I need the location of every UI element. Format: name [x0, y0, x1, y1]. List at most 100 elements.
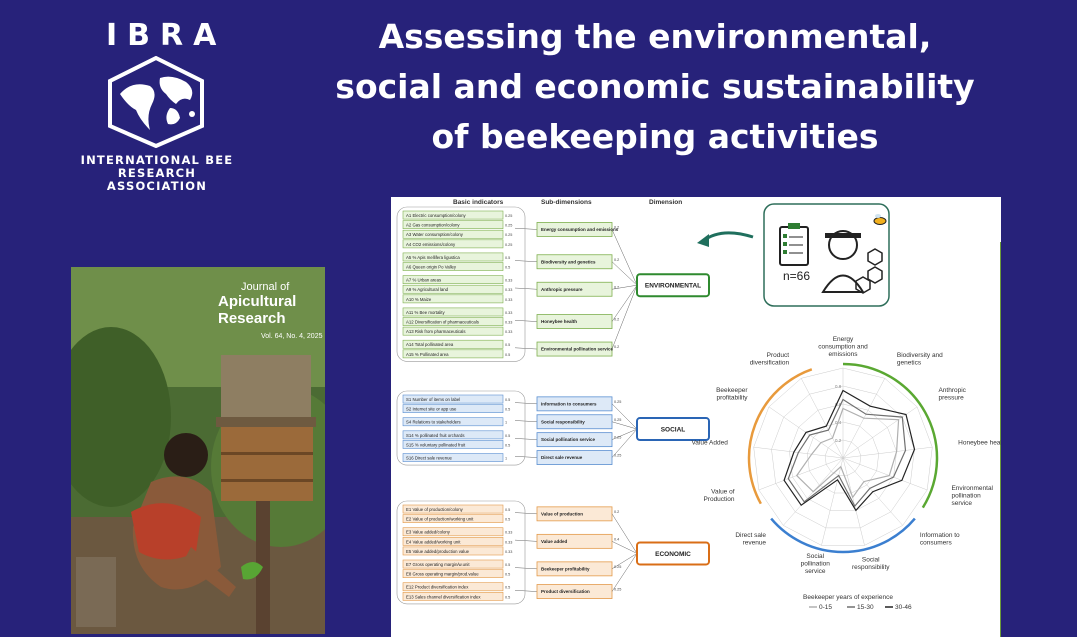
- dimension-group: [396, 206, 526, 362]
- subdimension-weight: 0.2: [614, 318, 619, 322]
- indicator-label: E4 Value added/working unit: [406, 539, 461, 544]
- indicator-box: [402, 275, 504, 284]
- header-indicators: Basic indicators: [453, 199, 504, 206]
- indicator-weight: 0.33: [505, 279, 512, 283]
- indicator-label: A14 Total pollinated area: [406, 342, 454, 347]
- subdimension-label: Energy consumption and emissions: [541, 227, 619, 232]
- indicator-label: A9 % Agricultural land: [406, 287, 449, 292]
- indicator-weight: 1: [505, 421, 507, 425]
- indicator-box: [402, 220, 504, 230]
- dimension-box: [636, 541, 710, 566]
- radar-series-0-15: [795, 407, 900, 499]
- indicator-label: E1 Value of production/colony: [406, 507, 464, 512]
- indicator-weight: 0.25: [505, 224, 512, 228]
- subdimension-weight: 0.2: [614, 225, 619, 229]
- journal-name-line1: Apicultural: [218, 293, 297, 310]
- indicator-weight: 0.33: [505, 288, 512, 292]
- indicator-label: A6 Queen origin Po Valley: [406, 265, 457, 270]
- indicator-label: E2 Value of production/working unit: [406, 517, 474, 522]
- indicator-label: E3 Value added/colony: [406, 530, 451, 535]
- logo-full-name-line1: INTERNATIONAL BEE: [80, 153, 234, 167]
- indicator-label: E7 Gross operating margin/w.unit: [406, 562, 470, 567]
- radar-spoke: [842, 457, 928, 491]
- journal-volume: Vol. 64, No. 4, 2025: [261, 333, 323, 340]
- indicator-weight: 0.33: [505, 311, 512, 315]
- economic-arc: [747, 368, 813, 505]
- indicator-weight: 0.33: [505, 321, 512, 325]
- honeycomb-icon: [855, 248, 883, 294]
- radar-tick-label: 0.6: [835, 402, 842, 407]
- indicator-box: [402, 262, 504, 271]
- title-line1: Assessing the environmental,: [378, 17, 932, 56]
- logo-full-name-line2: RESEARCH ASSOCIATION: [106, 166, 208, 193]
- legend-title: Beekeeper years of experience: [803, 594, 893, 601]
- subdimension-weight: 0.2: [614, 285, 619, 289]
- dimension-label: ECONOMIC: [655, 551, 691, 558]
- survey-box: n=66: [697, 203, 890, 307]
- indicator-label: S16 Direct sale revenue: [406, 456, 452, 461]
- indicator-label: A10 % Maize: [406, 297, 432, 302]
- indicator-label: E12 Product diversification index: [406, 585, 469, 590]
- indicator-box: [402, 453, 504, 462]
- subdimension-weight: 0.2: [614, 510, 619, 514]
- social-arc: [770, 517, 916, 554]
- indicator-weight: 0.5: [505, 434, 510, 438]
- indicator-weight: 0.5: [505, 443, 510, 447]
- journal-name-line2: Research: [218, 310, 286, 327]
- indicator-weight: 0.5: [505, 343, 510, 347]
- indicator-box: [402, 307, 504, 317]
- indicator-label: E13 Sales channel diversification index: [406, 594, 481, 599]
- indicator-box: [402, 229, 504, 239]
- legend-entry: 0-15: [819, 604, 832, 611]
- radar-series-15-30: [787, 398, 907, 508]
- cover-photo: [71, 267, 325, 634]
- indicator-weight: 0.5: [505, 573, 510, 577]
- indicator-box: [402, 546, 504, 556]
- indicator-box: [402, 417, 504, 427]
- indicator-label: S14 % pollinated fruit orchards: [406, 433, 465, 438]
- dimension-group: [396, 390, 526, 466]
- indicator-weight: 0.33: [505, 550, 512, 554]
- indicator-label: S4 Relations to stakeholders: [406, 420, 461, 425]
- indicator-label: S15 % voluntary pollinated fruit: [406, 442, 466, 447]
- indicator-weight: 0.5: [505, 595, 510, 599]
- subdimension-label: Product diversification: [541, 589, 590, 594]
- subdimension-weight: 0.25: [614, 454, 621, 458]
- indicator-box: [402, 294, 504, 304]
- indicator-label: A15 % Pollinated area: [406, 352, 449, 357]
- logo-full-name: INTERNATIONAL BEE RESEARCH ASSOCIATION: [66, 154, 248, 193]
- subdimension-box: [536, 533, 613, 549]
- dimension-box: [636, 273, 710, 298]
- radar-series-30-46: [783, 389, 916, 512]
- subdimension-box: [536, 506, 613, 522]
- indicator-box: [402, 339, 504, 349]
- subdimension-weight: 0.25: [614, 436, 621, 440]
- subdimension-label: Social responsibility: [541, 419, 585, 424]
- indicator-weight: 0.5: [505, 518, 510, 522]
- radar-spoke: [758, 457, 844, 491]
- subdimension-weight: 0.4: [614, 537, 619, 541]
- ibra-logo: IBRA INTERNATIONAL BEE RESEARCH ASSOCIAT…: [66, 18, 248, 193]
- indicator-box: [402, 569, 504, 579]
- title-line3: of beekeeping activities: [431, 117, 879, 156]
- header-dimension: Dimension: [649, 199, 682, 206]
- indicator-label: A12 Diversification of pharmaceuticals: [406, 320, 479, 325]
- indicator-weight: 0.25: [505, 233, 512, 237]
- dimension-box: [636, 417, 710, 442]
- subdimension-label: Social pollination service: [541, 437, 596, 442]
- indicator-weight: 0.5: [505, 586, 510, 590]
- indicator-box: [402, 536, 504, 546]
- page-title: Assessing the environmental, social and …: [300, 12, 1010, 162]
- radar-spoke: [821, 457, 844, 546]
- indicator-weight: 0.5: [505, 408, 510, 412]
- figure-canvas: Basic indicators Sub-dimensions Dimensio…: [396, 199, 1001, 637]
- beekeeper-icon: [821, 230, 865, 293]
- indicator-label: S2 Internet site or app use: [406, 407, 457, 412]
- indicator-weight: 0.5: [505, 563, 510, 567]
- subdimension-label: Direct sale revenue: [541, 455, 583, 460]
- indicator-label: E8 Gross operating margin/prod.value: [406, 572, 479, 577]
